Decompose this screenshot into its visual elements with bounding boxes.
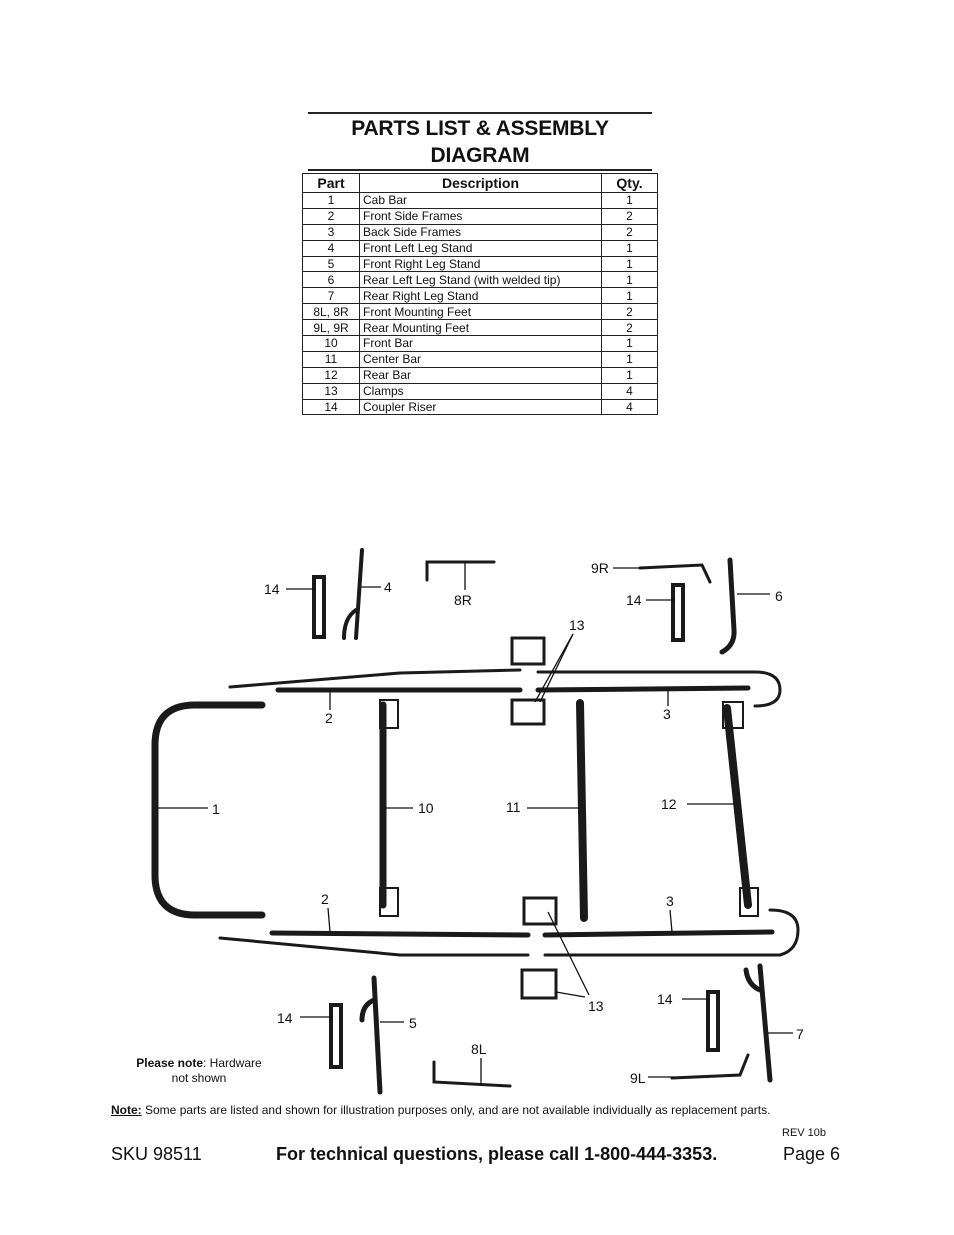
coupler-riser-bottom-left	[329, 1003, 343, 1069]
hardware-note-line2: not shown	[171, 1071, 227, 1085]
coupler-riser-top-left	[312, 575, 326, 639]
callout-13-bottom: 13	[588, 998, 604, 1014]
header-description: Description	[359, 173, 602, 193]
cell-description: Rear Mounting Feet	[359, 319, 602, 337]
center-bar-11	[576, 699, 588, 922]
coupler-riser-top-right	[671, 583, 685, 642]
revision-label: REV 10b	[782, 1127, 827, 1139]
back-side-frame-bottom-rail	[542, 929, 775, 938]
callout-8L: 8L	[471, 1041, 487, 1057]
header-qty: Qty.	[601, 173, 658, 193]
callout-1: 1	[212, 801, 220, 817]
callout-11: 11	[506, 799, 521, 815]
footer-sku: SKU 98511	[111, 1144, 202, 1164]
leg-stand-7	[743, 963, 773, 1083]
heading-line-2: DIAGRAM	[430, 144, 530, 167]
page-heading: PARTS LIST & ASSEMBLY DIAGRAM	[308, 112, 652, 171]
clamp-1	[510, 636, 546, 666]
leg-stand-4	[342, 548, 364, 640]
footnote-label: Note:	[111, 1103, 142, 1117]
hardware-note-text: : Hardware	[203, 1056, 262, 1070]
footer-phone: For technical questions, please call 1-8…	[276, 1144, 718, 1164]
callout-3-bottom: 3	[666, 893, 674, 909]
callout-14-top-left: 14	[264, 581, 280, 597]
callout-14-top-right: 14	[626, 592, 642, 608]
footnote: Note: Some parts are listed and shown fo…	[111, 1103, 770, 1118]
rear-bar-bracket-bottom	[739, 887, 759, 917]
front-side-frame-top	[228, 668, 522, 689]
cell-qty: 1	[601, 350, 658, 368]
mounting-foot-9R	[638, 563, 712, 584]
callout-6: 6	[775, 588, 783, 604]
footer-page-number: Page 6	[783, 1144, 841, 1164]
mounting-foot-9L	[670, 1053, 750, 1080]
leg-stand-6	[719, 557, 737, 655]
cab-bar-1	[151, 701, 266, 919]
cell-description: Rear Left Leg Stand (with welded tip)	[359, 271, 602, 289]
mounting-foot-8R	[425, 560, 496, 582]
heading-line-1: PARTS LIST & ASSEMBLY	[351, 117, 609, 140]
callout-12: 12	[661, 796, 677, 812]
cell-description: Clamps	[359, 382, 602, 400]
front-bar-bracket-bottom	[379, 887, 399, 917]
hardware-note-label: Please note	[136, 1056, 203, 1070]
footnote-text: Some parts are listed and shown for illu…	[141, 1103, 771, 1117]
callout-8R: 8R	[454, 592, 472, 608]
callout-7: 7	[796, 1026, 804, 1042]
callout-9L: 9L	[630, 1070, 646, 1086]
rear-bar-12	[723, 704, 752, 909]
rear-bar-bracket-top	[722, 701, 744, 729]
callout-5: 5	[409, 1015, 417, 1031]
callout-14-bottom-right: 14	[657, 991, 673, 1007]
front-side-frame-bottom	[218, 936, 530, 957]
hardware-note: Please note: Hardware not shown	[120, 1056, 278, 1086]
coupler-riser-bottom-right	[706, 990, 720, 1052]
callout-13-top: 13	[569, 617, 585, 633]
back-side-frame-top	[536, 670, 782, 708]
cell-part: 14	[302, 398, 360, 416]
callout-3-top: 3	[663, 706, 671, 722]
table-header-row: Part Description Qty.	[302, 173, 658, 193]
leg-stand-5	[359, 975, 383, 1095]
front-side-frame-bottom-rail	[269, 930, 531, 938]
clamp-2	[510, 698, 546, 726]
cell-description: Coupler Riser	[359, 398, 602, 416]
cell-description: Front Right Leg Stand	[359, 255, 602, 273]
clamp-3	[522, 896, 558, 926]
callout-10: 10	[418, 800, 434, 816]
mounting-foot-8L	[432, 1060, 512, 1088]
cell-qty: 4	[601, 398, 658, 416]
callout-2-top: 2	[325, 710, 333, 726]
callout-14-bottom-left: 14	[277, 1010, 293, 1026]
back-side-frame-top-rail	[535, 685, 751, 693]
cell-qty: 1	[601, 239, 658, 257]
callout-4: 4	[384, 579, 392, 595]
front-bar-bracket-top	[379, 699, 399, 729]
callout-2-bottom: 2	[321, 891, 329, 907]
callout-9R: 9R	[591, 560, 609, 576]
back-side-frame-bottom	[543, 908, 800, 957]
clamp-4	[520, 968, 558, 1000]
